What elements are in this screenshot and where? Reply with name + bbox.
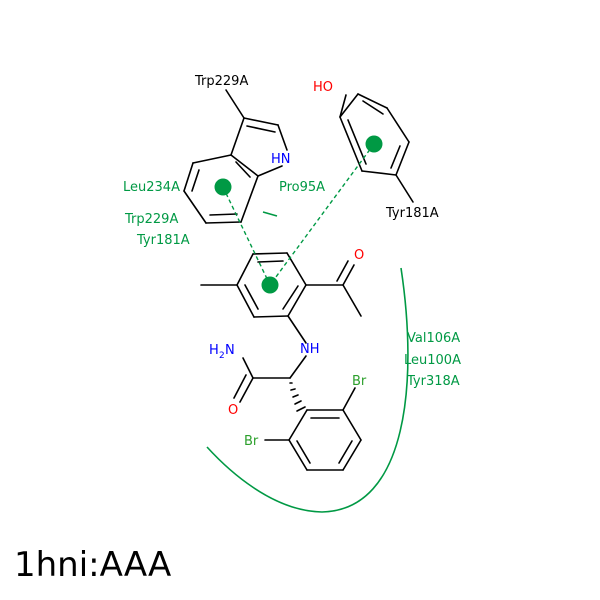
hydroxyl-label: HO	[313, 80, 333, 95]
ketone-oxygen-label: O	[354, 248, 364, 263]
amide-oxygen-label: O	[228, 403, 238, 418]
ligand-bonds	[183, 89, 414, 471]
residue-tyr318: Tyr318A	[406, 374, 460, 389]
tyr181-centroid	[365, 135, 383, 153]
hydrophobic-dash	[262, 211, 278, 217]
amide-nh2-h: H	[209, 343, 219, 358]
residue-tyr181-right: Tyr181A	[385, 206, 439, 221]
residue-trp229-pi: Trp229A	[124, 212, 178, 227]
residue-leu100: Leu100A	[404, 353, 461, 368]
indole-nh-label: HN	[271, 152, 291, 167]
bromine-left-label: Br	[244, 434, 259, 449]
residue-leu234: Leu234A	[123, 180, 180, 195]
amide-nh2-subscript: 2	[219, 351, 225, 361]
residue-pro95: Pro95A	[279, 180, 325, 195]
amine-nh-label: NH	[300, 342, 320, 357]
pi-centroids	[214, 135, 383, 294]
hydrophobic-arc	[206, 267, 409, 513]
amide-nh2-n: N	[225, 343, 235, 358]
residue-tyr181-pi: Tyr181A	[136, 233, 190, 248]
pi-stacking-lines	[222, 143, 375, 286]
structure-caption: 1hni:AAA	[14, 545, 172, 585]
residue-trp229-top: Trp229A	[194, 74, 248, 89]
pi-stack-tyr181-central	[269, 143, 375, 286]
bromine-top-label: Br	[352, 374, 367, 389]
indole-centroid	[214, 178, 232, 196]
pi-stack-indole-central	[222, 186, 271, 286]
central-ring-centroid	[261, 276, 279, 294]
residue-val106: Val106A	[407, 331, 460, 346]
